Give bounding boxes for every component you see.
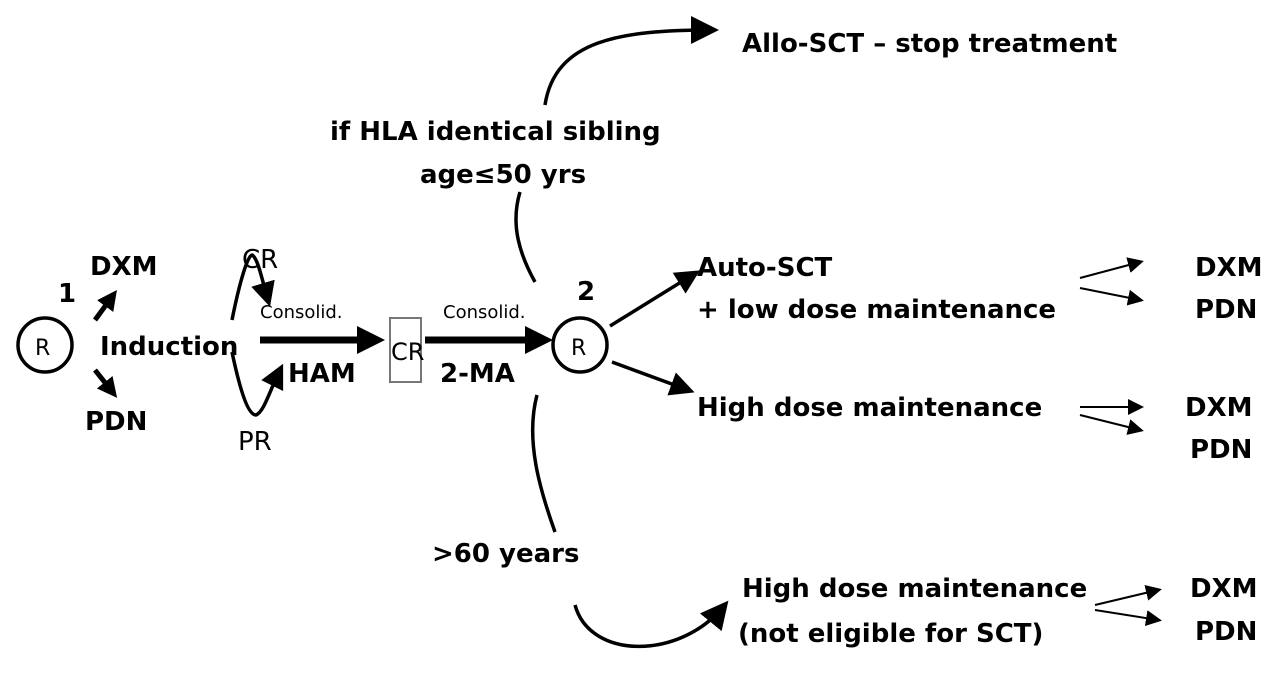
- low-dose-label: + low dose maintenance: [697, 295, 1056, 325]
- r2-label: R: [571, 336, 586, 361]
- ham-label: HAM: [288, 359, 356, 389]
- induction-label: Induction: [100, 332, 238, 362]
- ma-label: 2-MA: [440, 359, 515, 389]
- pdn-right-2: PDN: [1190, 435, 1252, 465]
- dxm-right-2: DXM: [1185, 393, 1253, 423]
- consolid-2: Consolid.: [443, 302, 526, 323]
- randomization-1: [16, 316, 74, 374]
- dxm1-arrow: [1079, 257, 1144, 279]
- pdn-bottom: PDN: [1195, 617, 1257, 647]
- pdn-left: PDN: [85, 407, 147, 437]
- pr-curve: [230, 351, 284, 417]
- high-arrow: [611, 360, 695, 396]
- high-dose-label: High dose maintenance: [697, 393, 1042, 423]
- hla-label: if HLA identical sibling: [330, 117, 661, 147]
- dxm-left: DXM: [90, 252, 158, 282]
- dxm3-arrow: [1094, 584, 1162, 606]
- pdn2-arrow: [1079, 414, 1144, 435]
- dxm-bottom: DXM: [1190, 574, 1258, 604]
- allo-arrow: [543, 16, 719, 106]
- hla-connector: [514, 191, 537, 283]
- r1-label: R: [35, 336, 50, 361]
- auto-arrow: [609, 270, 700, 328]
- cr-box-label: CR: [391, 338, 424, 366]
- age60-connector: [530, 394, 557, 533]
- dxm-right-1: DXM: [1195, 253, 1263, 283]
- age-label: age≤50 yrs: [420, 160, 586, 190]
- pr-label: PR: [238, 427, 272, 457]
- dxm-arrow: [92, 289, 117, 322]
- pdn3-arrow: [1094, 609, 1162, 627]
- cr-box: [389, 317, 422, 383]
- pdn-arrow: [93, 368, 118, 398]
- pdn-right-1: PDN: [1195, 295, 1257, 325]
- consolid-1: Consolid.: [260, 302, 343, 323]
- pdn1-arrow: [1079, 287, 1144, 306]
- high-dose-bottom: High dose maintenance: [742, 574, 1087, 604]
- auto-sct-label: Auto-SCT: [697, 253, 833, 283]
- randomization-2: [551, 316, 609, 374]
- cr-curve: [230, 253, 275, 321]
- bottom-arrow: [573, 600, 729, 648]
- r2-number: 2: [577, 277, 595, 307]
- allo-sct-label: Allo-SCT – stop treatment: [742, 29, 1117, 59]
- not-eligible-label: (not eligible for SCT): [738, 619, 1043, 649]
- age60-label: >60 years: [432, 539, 579, 569]
- r1-number: 1: [58, 279, 76, 309]
